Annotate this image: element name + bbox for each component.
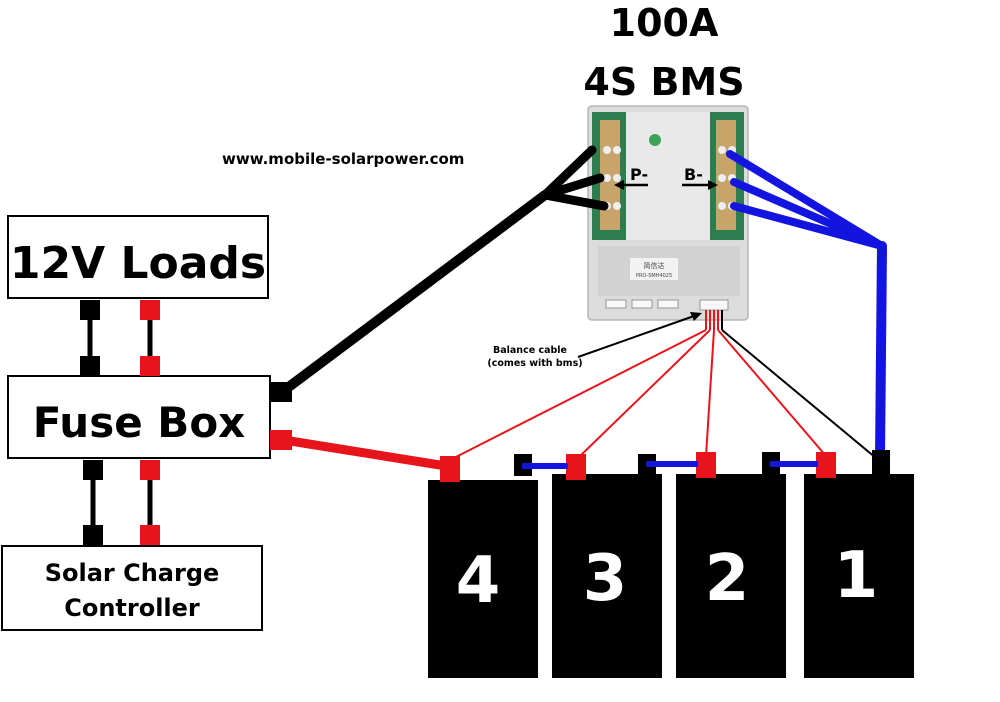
title-line-2: 4S BMS bbox=[583, 60, 744, 104]
battery-4-number: 4 bbox=[456, 544, 501, 618]
loads-negative-terminal-bottom bbox=[80, 356, 100, 376]
bms-connector-1 bbox=[605, 299, 627, 309]
fuse-box-label: Fuse Box bbox=[33, 398, 246, 447]
bms-status-led bbox=[649, 134, 661, 146]
charge-controller-label-2: Controller bbox=[64, 594, 200, 622]
controller-positive-terminal-bottom bbox=[140, 525, 160, 545]
balance-note-pointer bbox=[577, 315, 695, 358]
fuse-box bbox=[7, 375, 271, 459]
balance-wire-battery-1-negative bbox=[721, 329, 877, 459]
positive-cable bbox=[279, 435, 451, 471]
battery-2-number: 2 bbox=[705, 542, 750, 616]
battery-2 bbox=[676, 474, 786, 678]
loads-negative-terminal-top bbox=[80, 300, 100, 320]
blue-cable-trunk bbox=[875, 241, 887, 463]
bms-chip-text-2: PRO-SMH4025 bbox=[636, 273, 672, 279]
bms-connector-2 bbox=[631, 299, 653, 309]
battery-1 bbox=[804, 474, 914, 678]
battery-1-number: 1 bbox=[834, 539, 879, 613]
blue-cable-branch-3 bbox=[730, 202, 886, 250]
balance-note-pointer-head bbox=[690, 312, 702, 321]
battery-3-positive-terminal bbox=[566, 454, 586, 480]
loads-fuse-wires bbox=[80, 300, 160, 376]
bms-connector-3 bbox=[657, 299, 679, 309]
battery-3 bbox=[552, 474, 662, 678]
website-url: www.mobile-solarpower.com bbox=[222, 150, 464, 168]
bms-p-label: P- bbox=[630, 165, 648, 184]
bms-balance-port bbox=[699, 299, 729, 311]
bms-battery-negative-cable bbox=[726, 150, 887, 463]
loads-positive-terminal-bottom bbox=[140, 356, 160, 376]
battery-bank: 4 3 2 1 bbox=[428, 450, 914, 678]
controller-negative-terminal-bottom bbox=[83, 525, 103, 545]
fuse-controller-wires bbox=[83, 460, 160, 545]
negative-cable-branch-1 bbox=[540, 145, 597, 200]
balance-wire-battery-3 bbox=[577, 329, 711, 459]
charge-controller-label-1: Solar Charge bbox=[45, 559, 220, 587]
balance-note-line-1: Balance cable bbox=[493, 345, 567, 356]
fuse-positive-terminal bbox=[270, 430, 292, 450]
bms-b-label: B- bbox=[684, 165, 703, 184]
charge-controller-box bbox=[1, 545, 263, 631]
bms-chip-label bbox=[630, 258, 678, 280]
controller-negative-terminal-top bbox=[83, 460, 103, 480]
title-line-1: 100A bbox=[610, 1, 719, 45]
loads-positive-terminal-top bbox=[140, 300, 160, 320]
fuse-negative-terminal bbox=[270, 382, 292, 402]
main-positive-cable bbox=[270, 430, 451, 471]
loads-box bbox=[7, 215, 269, 299]
p-arrow-head bbox=[614, 180, 624, 190]
battery-4 bbox=[428, 480, 538, 678]
balance-cable bbox=[449, 310, 877, 461]
negative-cable-trunk bbox=[277, 190, 550, 397]
balance-note-line-2: (comes with bms) bbox=[487, 358, 582, 369]
battery-1-negative-terminal bbox=[872, 450, 890, 476]
negative-cable-branch-3 bbox=[540, 190, 609, 211]
blue-cable-branch-1 bbox=[726, 150, 886, 250]
b-arrow-head bbox=[708, 180, 718, 190]
battery-1-positive-terminal bbox=[816, 452, 836, 478]
battery-2-positive-terminal bbox=[696, 452, 716, 478]
balance-wire-battery-2 bbox=[705, 329, 715, 457]
battery-4-positive-terminal bbox=[440, 456, 460, 482]
loads-label: 12V Loads bbox=[10, 238, 266, 289]
balance-wire-battery-1-positive bbox=[717, 329, 827, 457]
bms-board: 简信达 PRO-SMH4025 bbox=[587, 105, 749, 321]
bms-chip-text-1: 简信达 bbox=[644, 261, 665, 270]
battery-3-number: 3 bbox=[583, 542, 628, 616]
controller-positive-terminal-top bbox=[140, 460, 160, 480]
balance-wire-battery-4 bbox=[449, 329, 707, 461]
main-negative-cable bbox=[270, 145, 609, 402]
